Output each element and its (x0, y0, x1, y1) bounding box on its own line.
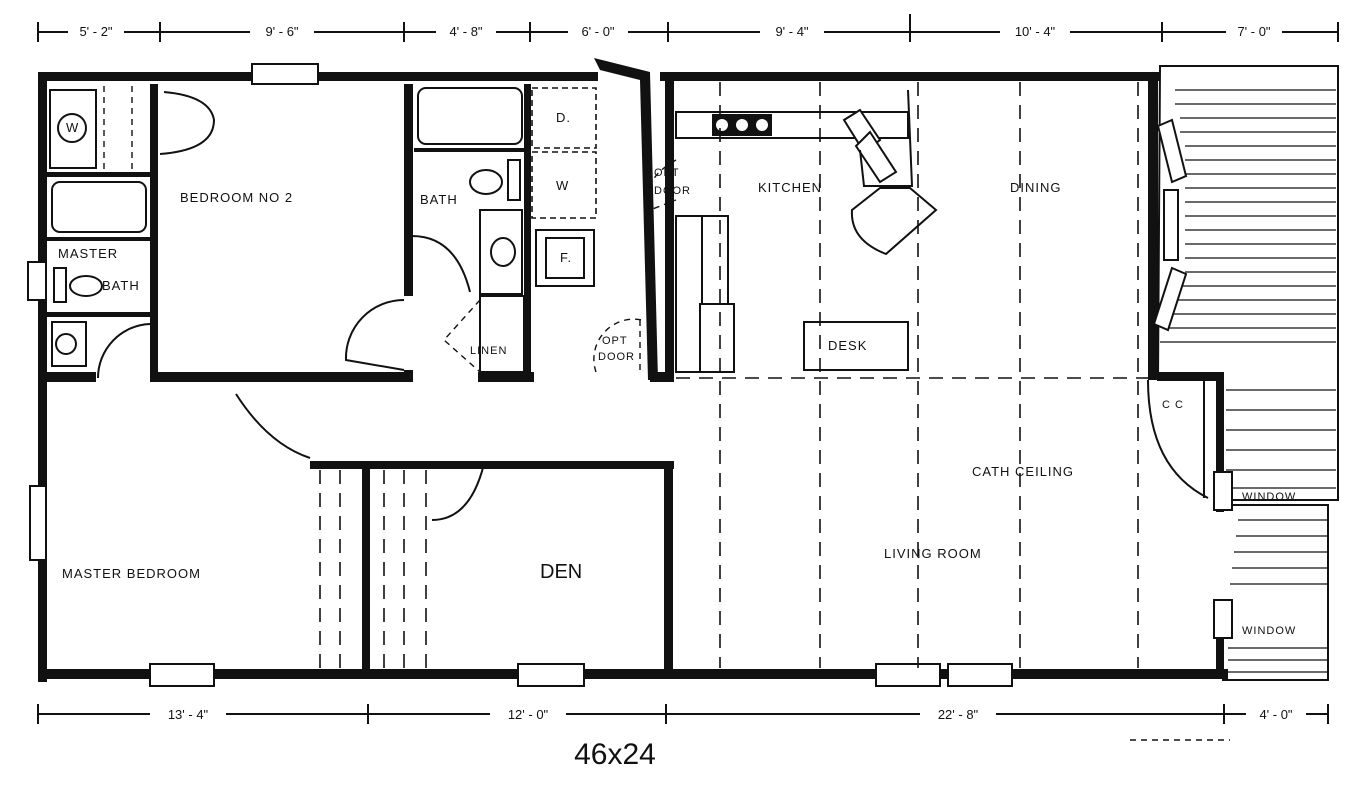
dim-top-3: 4' - 8" (449, 24, 482, 39)
fixture-labels: LINEN C C OPT DOOR OPT DOOR WINDOW WINDO… (470, 167, 1296, 637)
plan-caption: 46x24 (574, 738, 656, 771)
dim-top-2: 9' - 6" (265, 24, 298, 39)
room-label-master-bath-line1: MASTER (58, 246, 118, 261)
exterior-windows (27, 63, 1233, 687)
laundry-fixtures: D. W F. (531, 87, 643, 373)
porch-deck (1152, 65, 1339, 681)
dryer-label: D. (556, 110, 571, 125)
desk-label: DESK (828, 338, 867, 353)
dim-bottom-1: 13' - 4" (168, 707, 209, 722)
master-bath-fixtures: W (49, 86, 216, 379)
room-label-bedroom-no2: BEDROOM NO 2 (180, 190, 293, 205)
opt-door-2-line2: DOOR (598, 351, 635, 363)
dim-top-4: 6' - 0" (581, 24, 614, 39)
top-dimension-line: 5' - 2" 9' - 6" 4' - 8" 6' - 0" 9' - 4" … (37, 14, 1339, 42)
room-label-living-room: LIVING ROOM (884, 546, 982, 561)
opt-door-1-line1: OPT (654, 167, 680, 179)
washer-label: W (556, 178, 569, 193)
door-swings (235, 159, 1209, 521)
dim-bottom-4: 4' - 0" (1259, 707, 1292, 722)
dim-bottom-2: 12' - 0" (508, 707, 549, 722)
room-label-den: DEN (540, 561, 582, 583)
window-label-2: WINDOW (1242, 625, 1296, 637)
closet-lines (319, 82, 1148, 668)
washer-label-master: W (66, 120, 79, 135)
opt-door-2-line1: OPT (602, 335, 628, 347)
opt-door-1-line2: DOOR (654, 185, 691, 197)
room-label-kitchen: KITCHEN (758, 180, 822, 195)
room-label-master-bath-line2: BATH (102, 278, 140, 293)
room-label-dining: DINING (1010, 180, 1062, 195)
dim-top-1: 5' - 2" (79, 24, 112, 39)
room-label-cath-ceiling: CATH CEILING (972, 464, 1074, 479)
bottom-dimension-line: 13' - 4" 12' - 0" 22' - 8" 4' - 0" (37, 704, 1329, 741)
room-labels: BEDROOM NO 2 MASTER BATH BATH KITCHEN DI… (58, 180, 1074, 583)
dim-top-5: 9' - 4" (775, 24, 808, 39)
linen-label: LINEN (470, 345, 507, 357)
window-label-1: WINDOW (1242, 491, 1296, 503)
interior-walls (46, 58, 674, 673)
room-label-bath: BATH (420, 192, 458, 207)
dim-top-6: 10' - 4" (1015, 24, 1056, 39)
kitchen-fixtures: DESK (675, 89, 938, 373)
furnace-label: F. (560, 250, 572, 265)
room-label-master-bedroom: MASTER BEDROOM (62, 566, 201, 581)
coat-closet-label: C C (1162, 399, 1184, 411)
dim-bottom-3: 22' - 8" (938, 707, 979, 722)
bath-fixtures (411, 87, 526, 373)
dim-top-7: 7' - 0" (1237, 24, 1270, 39)
